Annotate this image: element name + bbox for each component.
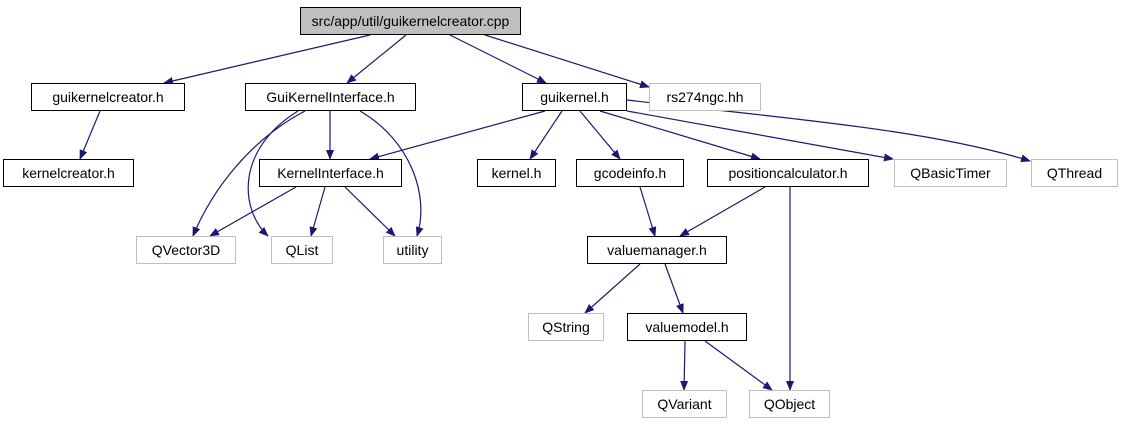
node-kernel-h[interactable]: kernel.h xyxy=(477,159,556,187)
edge-guikernel-h-to-kernelinterface-h xyxy=(369,110,546,161)
node-kernelcreator-h[interactable]: kernelcreator.h xyxy=(3,159,134,187)
edge-root-to-rs274ngc-hh xyxy=(484,34,650,89)
node-qvariant[interactable]: QVariant xyxy=(642,390,727,418)
edge-root-to-guikernelinterface-h xyxy=(346,34,407,84)
edge-positioncalculator-h-to-valuemanager-h xyxy=(679,186,766,237)
node-guikernelcreator-h[interactable]: guikernelcreator.h xyxy=(31,83,185,111)
edge-root-to-guikernelcreator-h xyxy=(163,34,371,85)
node-guikernelinterface-h[interactable]: GuiKernelInterface.h xyxy=(245,83,416,111)
edge-root-to-guikernel-h xyxy=(449,34,547,84)
node-rs274ngc-hh[interactable]: rs274ngc.hh xyxy=(649,83,761,111)
edge-guikernel-h-to-qbasictimer xyxy=(626,110,894,162)
edge-guikernel-h-to-kernel-h xyxy=(529,110,563,160)
node-positioncalculator-h[interactable]: positioncalculator.h xyxy=(707,159,869,187)
edge-guikernel-h-to-gcodeinfo-h xyxy=(579,110,621,160)
edge-guikernelinterface-h-to-qlist xyxy=(247,110,299,237)
node-utility[interactable]: utility xyxy=(383,236,442,264)
edge-gcodeinfo-h-to-valuemanager-h xyxy=(639,186,657,237)
node-guikernel-h[interactable]: guikernel.h xyxy=(522,83,627,111)
node-qlist[interactable]: QList xyxy=(271,236,333,264)
node-qstring[interactable]: QString xyxy=(528,313,604,341)
edge-guikernelcreator-h-to-kernelcreator-h xyxy=(79,110,101,160)
edge-valuemanager-h-to-qstring xyxy=(584,263,641,314)
edge-valuemodel-h-to-qvariant xyxy=(680,340,689,391)
node-qobject[interactable]: QObject xyxy=(749,390,830,418)
node-qthread[interactable]: QThread xyxy=(1031,159,1118,187)
node-gcodeinfo-h[interactable]: gcodeinfo.h xyxy=(576,159,684,187)
node-qvector3d[interactable]: QVector3D xyxy=(136,236,236,264)
edge-kernelinterface-h-to-qvector3d xyxy=(209,186,297,237)
node-valuemodel-h[interactable]: valuemodel.h xyxy=(627,313,747,341)
edge-guikernelinterface-h-to-qvector3d xyxy=(192,110,306,237)
node-guikernelcreator-cpp[interactable]: src/app/util/guikernelcreator.cpp xyxy=(300,7,521,35)
node-valuemanager-h[interactable]: valuemanager.h xyxy=(587,236,727,264)
node-qbasictimer[interactable]: QBasicTimer xyxy=(894,159,1007,187)
edge-valuemanager-h-to-valuemodel-h xyxy=(664,263,684,314)
edge-guikernel-h-to-positioncalculator-h xyxy=(599,110,761,161)
edge-guikernelinterface-h-to-utility xyxy=(359,110,424,237)
edge-kernelinterface-h-to-qlist xyxy=(309,186,326,237)
edge-valuemodel-h-to-qobject xyxy=(704,340,773,391)
edge-kernelinterface-h-to-utility xyxy=(344,186,396,237)
node-kernelinterface-h[interactable]: KernelInterface.h xyxy=(259,159,402,187)
